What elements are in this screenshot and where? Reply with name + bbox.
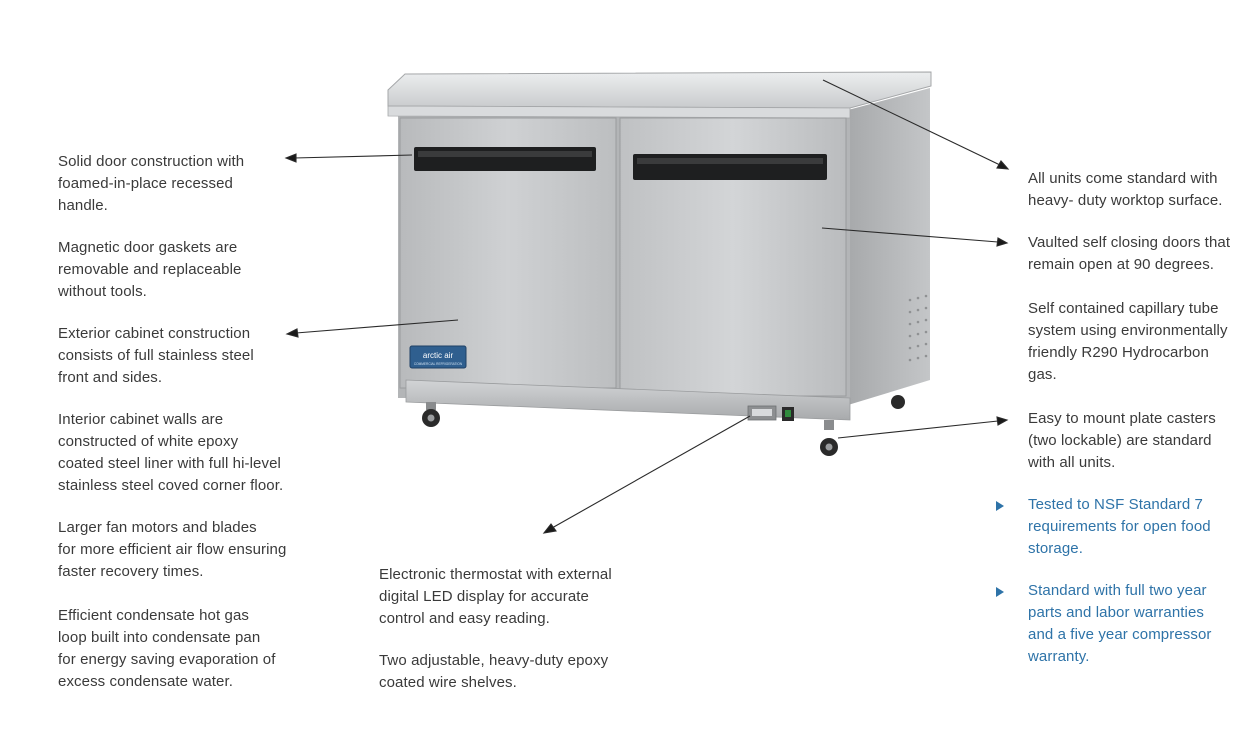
feature-self-closing-doors: Vaulted self closing doors that remain o… [1028, 234, 1231, 273]
cabinet-side-panel [848, 88, 930, 405]
side-vent [908, 294, 928, 362]
feature-interior-walls: Interior cabinet walls are constructed o… [58, 411, 284, 494]
caster-rear-right [891, 395, 905, 409]
feature-electronic-thermostat: Electronic thermostat with external digi… [379, 566, 612, 627]
feature-capillary-tube: Self contained capillary tube system usi… [1028, 300, 1228, 383]
feature-condensate-loop: Efficient condensate hot gas loop built … [58, 607, 276, 690]
cabinet-base [405, 379, 851, 421]
right-door-handle [633, 154, 827, 180]
feature-worktop-surface: All units come standard with heavy- duty… [1028, 170, 1223, 209]
feature-door-gaskets: Magnetic door gaskets are removable and … [58, 239, 242, 300]
brand-badge-subtext: COMMERCIAL REFRIGERATION [414, 362, 463, 366]
feature-door-construction: Solid door construction with foamed-in-p… [58, 153, 245, 214]
left-door-handle [414, 147, 596, 171]
brand-badge: arctic air COMMERCIAL REFRIGERATION [409, 345, 467, 369]
feature-nsf-standard: Tested to NSF Standard 7 requirements fo… [1028, 496, 1211, 557]
feature-wire-shelves: Two adjustable, heavy-duty epoxy coated … [379, 652, 609, 691]
bullet-triangle-icon [996, 501, 1004, 511]
worktop-surface [387, 71, 932, 109]
feature-exterior-cabinet: Exterior cabinet construction consists o… [58, 325, 254, 386]
feature-plate-casters: Easy to mount plate casters (two lockabl… [1028, 410, 1216, 471]
feature-fan-motors: Larger fan motors and blades for more ef… [58, 519, 287, 580]
bullet-triangle-icon [996, 587, 1004, 597]
caster-front-right [820, 420, 838, 456]
brand-badge-text: arctic air [423, 351, 454, 360]
caster-front-left [422, 402, 440, 427]
feature-warranty: Standard with full two year parts and la… [1028, 582, 1212, 665]
